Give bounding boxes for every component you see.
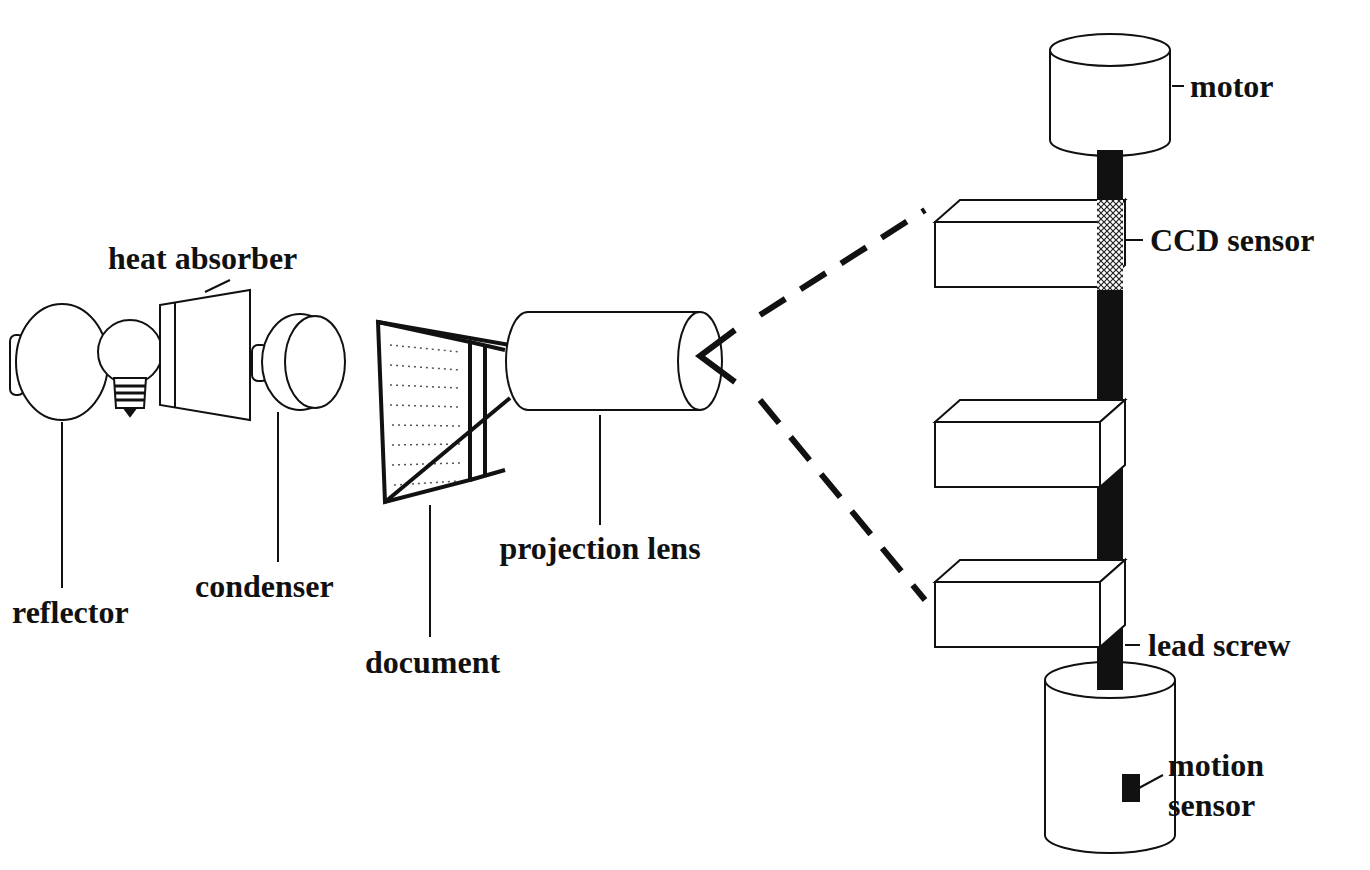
part-label: projection lens (495, 528, 705, 568)
part-label: motor (1190, 66, 1274, 106)
light-rays (760, 210, 925, 600)
motor (1050, 34, 1170, 156)
part-label: motion sensor (1168, 745, 1318, 825)
part-label: document (365, 642, 500, 682)
ccd-block (935, 560, 1125, 647)
ccd-block (935, 400, 1125, 487)
document (378, 322, 510, 502)
part-label: lead screw (1148, 625, 1290, 665)
heat-absorber (160, 290, 250, 420)
projection-lens (506, 312, 735, 410)
part-label: CCD sensor (1150, 220, 1314, 260)
base-housing (1045, 662, 1175, 853)
ccd-block (935, 200, 1125, 290)
condenser-lens (252, 314, 345, 410)
part-label: condenser (195, 566, 334, 606)
part-label: heat absorber (108, 238, 297, 278)
leader-lines (62, 86, 1184, 788)
reflector (10, 304, 162, 420)
part-label: reflector (12, 592, 129, 632)
